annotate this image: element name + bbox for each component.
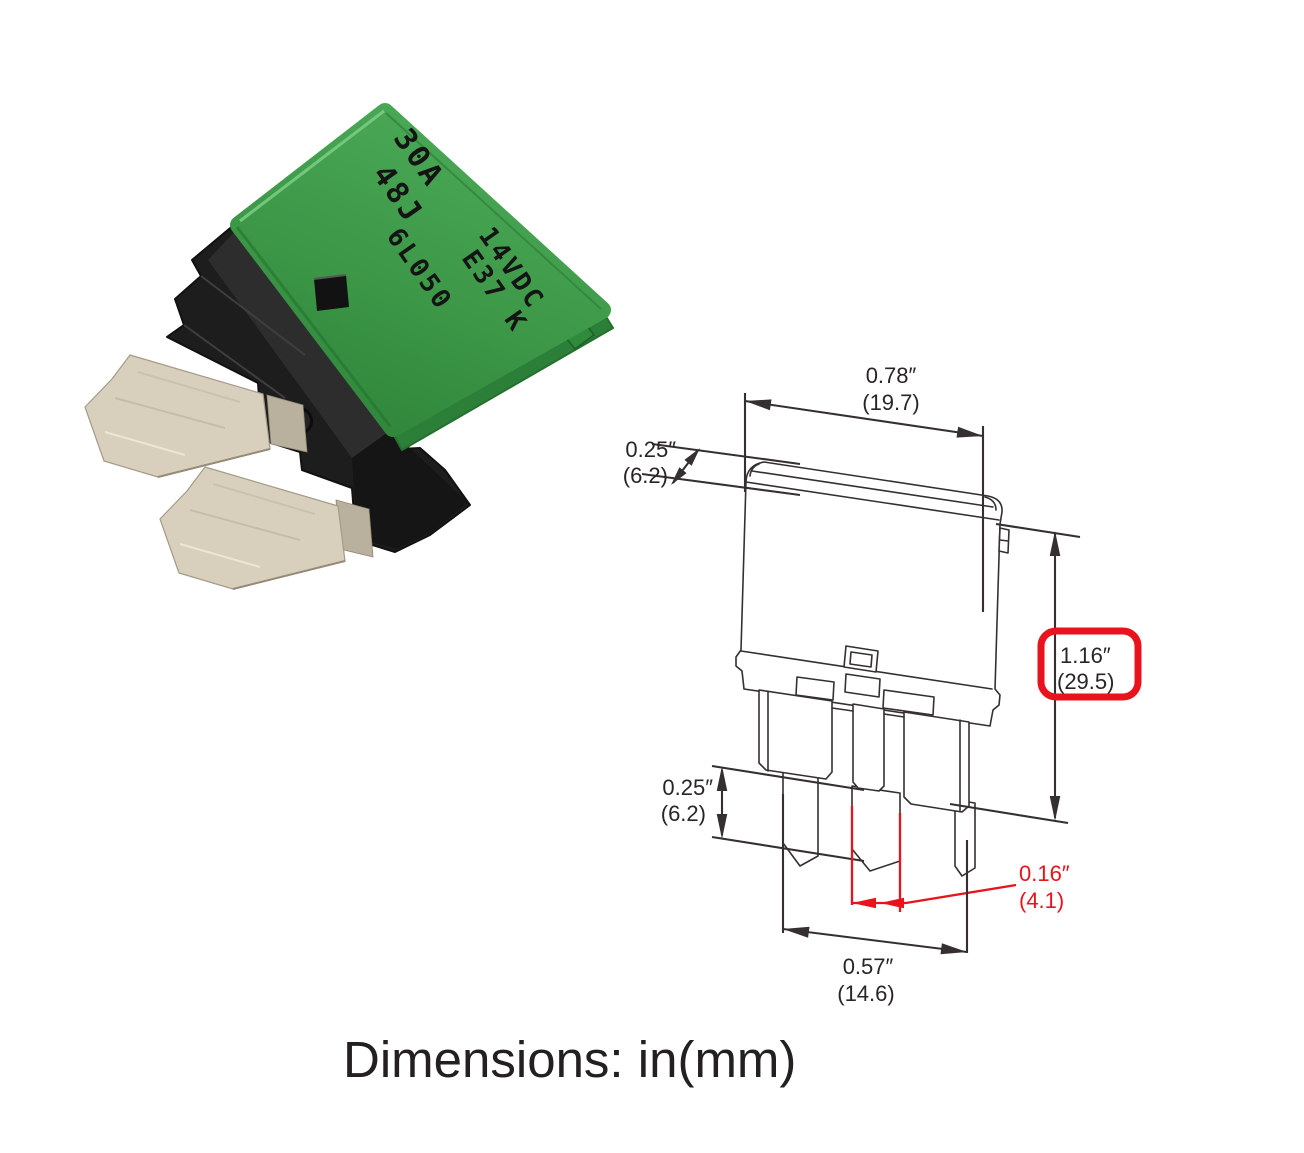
dim-arrowhead (1049, 796, 1061, 821)
dim-blade-span-label-in: 0.57″ (843, 954, 894, 979)
dim-line (744, 399, 984, 438)
dim-blade-exposed-label-in: 0.25″ (662, 775, 713, 800)
base-facet-lower (352, 430, 468, 549)
fuse-corner-curl (749, 463, 760, 477)
dim-arrowhead (956, 426, 983, 438)
dim-extension-line (711, 764, 865, 792)
dim-arrowhead (684, 448, 700, 466)
dim-blade-width-group (850, 806, 1017, 912)
blade-upper (84, 354, 271, 478)
dim-blade-exposed-group (711, 764, 865, 863)
dim-arrowhead (783, 926, 810, 938)
base-ridge-line (200, 275, 306, 356)
dim-width-group (743, 393, 985, 612)
dim-arrowhead-red (880, 897, 904, 909)
skirt-plate (795, 676, 835, 701)
dim-height-label-in: 1.16″ (1060, 643, 1111, 668)
blade-middle-outline (851, 785, 901, 872)
dim-arrowhead (1049, 531, 1061, 556)
dim-blade-exposed-label-mm: (6.2) (661, 801, 706, 826)
vent-hole-bevel (313, 274, 347, 280)
blade-right-outline (954, 799, 976, 877)
dim-blade-span-label-mm: (14.6) (837, 981, 894, 1006)
dim-depth-label-mm: (6.2) (623, 463, 668, 488)
dim-depth-label-in: 0.25″ (625, 437, 676, 462)
product-photo: 30A 48J 14VDC E37 K 6L050 (84, 103, 614, 590)
dim-leader-line-red (852, 883, 1017, 905)
base-ridge-line (183, 324, 286, 399)
pillar-left (758, 689, 833, 780)
fuse-vent-inner (849, 651, 873, 668)
dim-extension-line (651, 442, 801, 466)
dim-width-label-in: 0.78″ (866, 363, 917, 388)
base-facet-upper (208, 228, 391, 458)
pillar-middle (852, 703, 885, 792)
fuse-latch-line (999, 539, 1009, 542)
pillar-connector (831, 707, 854, 712)
cap-edge-highlight (239, 109, 385, 223)
height-highlight-box (1037, 627, 1142, 701)
dim-extension-line (711, 835, 865, 863)
dim-blade-width-label-mm: (4.1) (1019, 888, 1064, 913)
dim-arrowhead (716, 814, 728, 839)
dim-height-label-mm: (29.5) (1057, 669, 1114, 694)
skirt-plate (844, 673, 881, 698)
dim-extension-line (641, 472, 801, 497)
dim-blade-width-label-in: 0.16″ (1019, 861, 1070, 886)
cap-edge-shadow (235, 226, 392, 427)
dim-depth-group (641, 442, 801, 497)
dim-arrowhead (671, 467, 687, 485)
skirt-plate (882, 689, 935, 716)
cap-right-edge-shade (385, 112, 602, 310)
pillar-connector (883, 713, 905, 718)
dim-width-label-mm: (19.7) (862, 390, 919, 415)
blade-neck (266, 394, 308, 453)
dim-blade-span-group (781, 794, 969, 955)
fuse-corner-curl (984, 496, 997, 511)
pillar-right (903, 711, 970, 813)
dim-extension-line (949, 802, 1069, 825)
fuse-top-edge (745, 481, 1000, 521)
dim-extension-line (995, 522, 1081, 539)
dim-line (782, 927, 968, 954)
dim-arrowhead-red (852, 897, 876, 909)
caption-units-note: Dimensions: in(mm) (343, 1031, 796, 1088)
dim-arrowhead (940, 943, 967, 955)
dimension-diagram (735, 461, 1010, 877)
fuse-vent-outer (843, 645, 879, 673)
dim-arrowhead (745, 399, 772, 411)
blade-lower (159, 466, 346, 590)
dim-height-group (949, 522, 1081, 825)
fuse-top-chamfer (751, 470, 994, 508)
vent-hole (314, 275, 349, 311)
dim-arrowhead (716, 766, 728, 791)
